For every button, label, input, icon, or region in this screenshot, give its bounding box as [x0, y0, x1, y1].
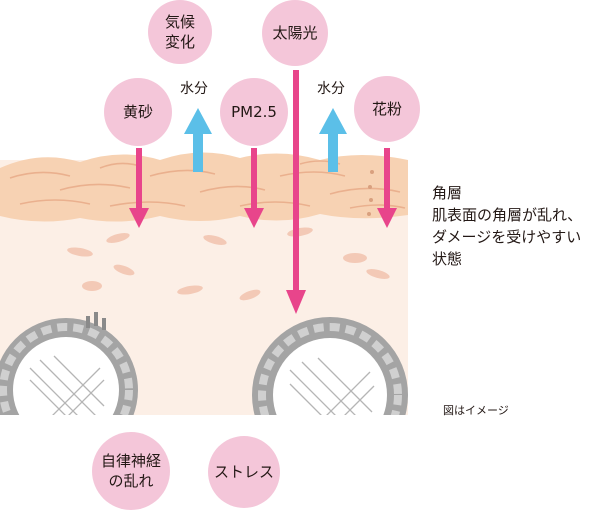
image-note: 図はイメージ [443, 404, 509, 417]
follicle-left [0, 312, 138, 415]
arrow-moisture-right [319, 108, 347, 172]
bubble-pollen: 花粉 [354, 76, 420, 142]
moisture-label-left: 水分 [180, 81, 208, 97]
bubble-pm25: PM2.5 [220, 78, 288, 146]
side-description: 角層 肌表面の角層が乱れ、 ダメージを受けやすい 状態 [432, 182, 582, 270]
stratum-corneum-layer [0, 152, 408, 222]
arrow-sunlight [286, 70, 306, 314]
bubble-climate-change: 気候 変化 [148, 0, 212, 64]
side-line-2: ダメージを受けやすい [432, 228, 582, 246]
side-line-3: 状態 [432, 250, 463, 268]
follicle-structures [0, 312, 408, 415]
bubble-stress: ストレス [208, 436, 280, 508]
moisture-arrows [184, 108, 347, 172]
arrow-pm25 [244, 148, 264, 228]
layer-dots [367, 170, 374, 216]
arrow-pollen [377, 148, 397, 228]
arrow-moisture-left [184, 108, 212, 172]
bubble-autonomic-disorder: 自律神経 の乱れ [92, 432, 170, 510]
side-line-1: 肌表面の角層が乱れ、 [432, 206, 583, 224]
follicle-right [252, 317, 408, 415]
side-title: 角層 [432, 184, 463, 202]
moisture-label-right: 水分 [317, 81, 345, 97]
bubble-yellow-sand: 黄砂 [104, 78, 172, 146]
bubble-sunlight: 太陽光 [262, 0, 328, 66]
damage-arrows [129, 70, 397, 314]
arrow-sand [129, 148, 149, 228]
